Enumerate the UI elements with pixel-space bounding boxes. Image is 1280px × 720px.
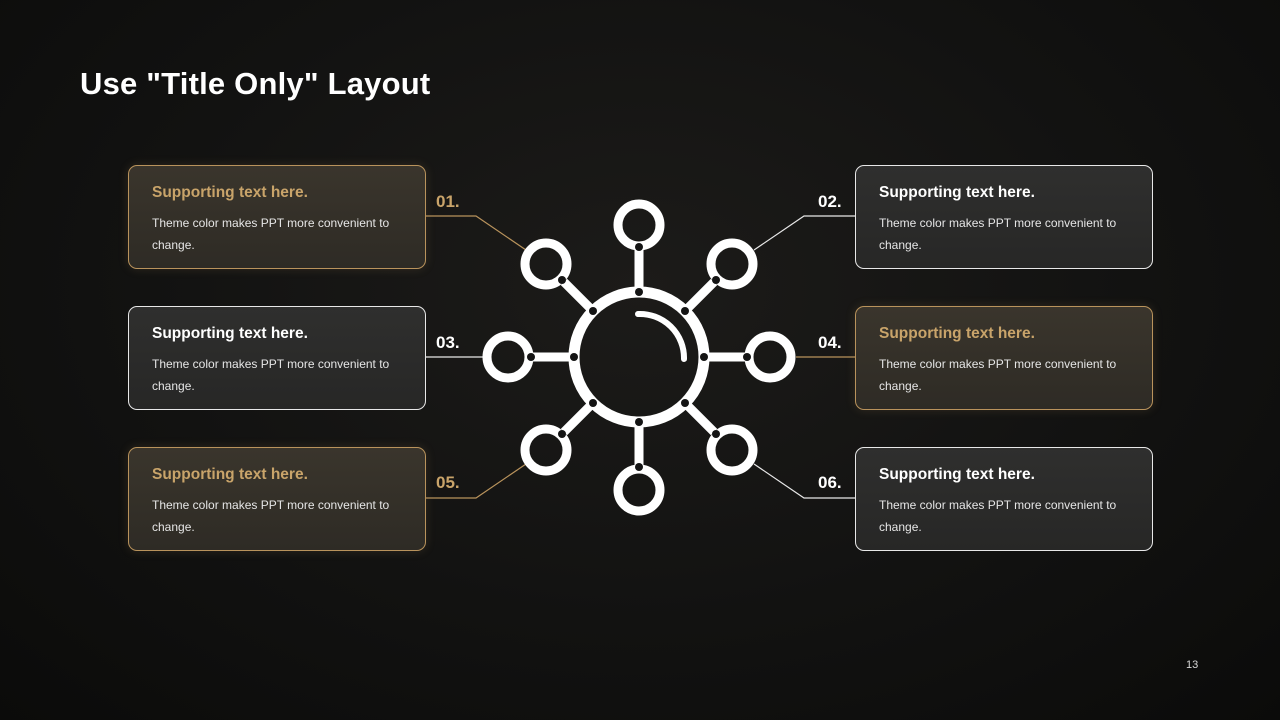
card-heading: Supporting text here.: [152, 466, 308, 483]
card-body: Theme color makes PPT more convenient to…: [879, 357, 1117, 393]
card-heading: Supporting text here.: [879, 466, 1035, 483]
card-body: Theme color makes PPT more convenient to…: [879, 498, 1117, 534]
info-card-05: Supporting text here. Theme color makes …: [128, 447, 426, 551]
info-card-01: Supporting text here. Theme color makes …: [128, 165, 426, 269]
card-body: Theme color makes PPT more convenient to…: [152, 498, 390, 534]
connector-06: [753, 463, 855, 499]
card-heading: Supporting text here.: [152, 325, 308, 342]
step-number-05: 05.: [436, 473, 460, 492]
page-number: 13: [1186, 659, 1199, 671]
slide-title: Use "Title Only" Layout: [80, 66, 431, 101]
connector-02: [753, 215, 855, 251]
card-heading: Supporting text here.: [879, 184, 1035, 201]
step-number-06: 06.: [818, 473, 842, 492]
step-number-02: 02.: [818, 192, 842, 211]
step-number-04: 04.: [818, 333, 842, 352]
info-card-04: Supporting text here. Theme color makes …: [855, 306, 1153, 410]
info-card-03: Supporting text here. Theme color makes …: [128, 306, 426, 410]
card-body: Theme color makes PPT more convenient to…: [879, 216, 1117, 252]
card-heading: Supporting text here.: [152, 184, 308, 201]
step-number-01: 01.: [436, 192, 460, 211]
card-body: Theme color makes PPT more convenient to…: [152, 216, 390, 252]
info-card-06: Supporting text here. Theme color makes …: [855, 447, 1153, 551]
card-body: Theme color makes PPT more convenient to…: [152, 357, 390, 393]
connector-01: [426, 215, 527, 251]
info-card-02: Supporting text here. Theme color makes …: [855, 165, 1153, 269]
connector-05: [426, 463, 527, 499]
card-heading: Supporting text here.: [879, 325, 1035, 342]
step-number-03: 03.: [436, 333, 460, 352]
